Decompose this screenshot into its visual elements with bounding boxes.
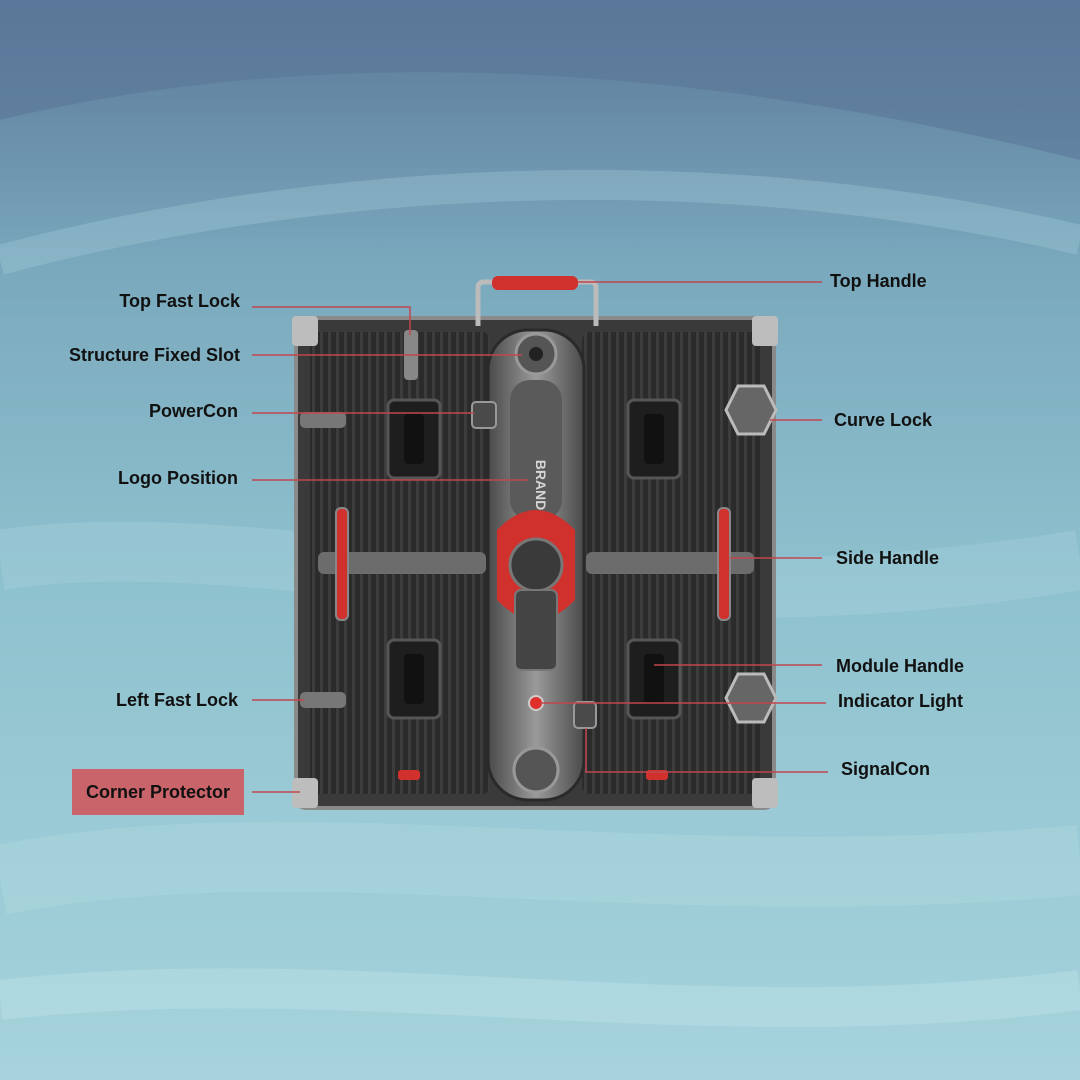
indicator-light — [528, 695, 544, 711]
left-fast-lock-top — [300, 412, 346, 428]
label-indicator-light: Indicator Light — [838, 691, 963, 711]
top-fast-lock — [404, 330, 418, 380]
label-corner-protector: Corner Protector — [72, 769, 245, 815]
powercon — [471, 401, 497, 429]
label-curve-lock: Curve Lock — [834, 410, 933, 430]
cabinet-logo: BRAND — [533, 460, 549, 511]
corner-protector-tr — [752, 316, 778, 346]
label-side-handle: Side Handle — [836, 548, 940, 568]
curve-lock-top — [724, 384, 778, 436]
label-module-handle: Module Handle — [836, 656, 965, 676]
corner-protector-bl — [292, 778, 318, 808]
label-signalcon: SignalCon — [841, 759, 930, 779]
label-left-fast-lock: Left Fast Lock — [115, 690, 238, 710]
label-top-fast-lock: Top Fast Lock — [119, 291, 240, 311]
label-logo-position: Logo Position — [118, 468, 238, 488]
corner-protector-tl — [292, 316, 318, 346]
curve-lock-bottom — [724, 672, 778, 724]
label-powercon: PowerCon — [148, 401, 238, 421]
signalcon — [573, 701, 597, 729]
side-handle-right — [717, 507, 731, 621]
bottom-slot — [512, 746, 560, 794]
corner-protector-br — [752, 778, 778, 808]
label-top-handle: Top Handle — [830, 271, 927, 291]
side-handle-left — [335, 507, 349, 621]
label-structure-fixed-slot: Structure Fixed Slot — [68, 345, 240, 365]
left-fast-lock-bottom — [300, 692, 346, 708]
